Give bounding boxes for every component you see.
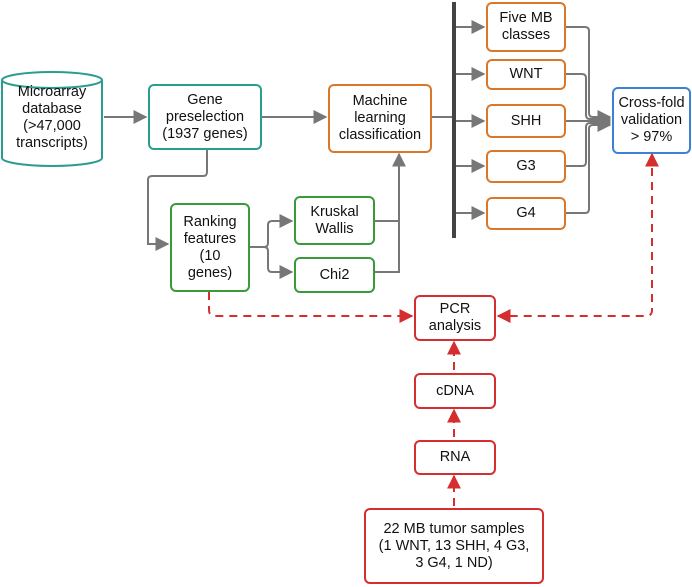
chi2-label: Chi2 — [319, 266, 350, 283]
arrow-ranking-to-pcr — [208, 292, 414, 323]
class-box-five-mb: Five MB classes — [486, 2, 566, 52]
kruskal-wallis-box: Kruskal Wallis — [294, 196, 375, 245]
cross-validation-label: Cross-fold validation > 97% — [618, 95, 685, 145]
tumor-samples-box: 22 MB tumor samples (1 WNT, 13 SHH, 4 G3… — [364, 508, 544, 584]
arrow-validation-to-pcr — [496, 152, 659, 323]
line-five-to-validation — [566, 26, 612, 124]
gene-preselection-label: Gene preselection (1937 genes) — [162, 91, 248, 142]
ranking-features-label: Ranking features (10 genes) — [183, 213, 237, 281]
class-box-wnt: WNT — [486, 59, 566, 90]
class-label-shh: SHH — [510, 112, 542, 129]
arrow-kruskal-to-ml — [375, 152, 406, 222]
cross-validation-box: Cross-fold validation > 97% — [612, 87, 691, 154]
cdna-box: cDNA — [414, 373, 496, 409]
ml-classification-label: Machine learning classification — [338, 93, 422, 143]
chi2-box: Chi2 — [294, 257, 375, 293]
class-label-five-mb: Five MB classes — [499, 10, 553, 43]
gene-preselection-box: Gene preselection (1937 genes) — [148, 84, 262, 150]
class-box-g3: G3 — [486, 150, 566, 183]
rna-label: RNA — [439, 449, 471, 465]
line-wnt-to-validation — [566, 73, 612, 126]
class-box-shh: SHH — [486, 104, 566, 138]
cdna-label: cDNA — [436, 382, 474, 399]
arrow-ranking-to-chi2 — [250, 246, 294, 279]
class-label-g4: G4 — [516, 205, 536, 221]
arrow-ranking-to-kruskal — [250, 214, 294, 248]
class-label-wnt: WNT — [509, 66, 543, 82]
ranking-features-box: Ranking features (10 genes) — [170, 203, 250, 292]
tumor-samples-label: 22 MB tumor samples (1 WNT, 13 SHH, 4 G3… — [378, 520, 530, 571]
arrow-preselection-to-ranking — [147, 150, 208, 251]
pcr-analysis-box: PCR analysis — [414, 295, 496, 341]
rna-box: RNA — [414, 440, 496, 475]
database-cylinder-icon — [1, 71, 103, 167]
class-box-g4: G4 — [486, 197, 566, 230]
class-label-g3: G3 — [516, 158, 536, 174]
pcr-analysis-label: PCR analysis — [428, 301, 482, 334]
microarray-database-label: Microarray database (>47,000 transcripts… — [16, 84, 88, 151]
line-g4-to-validation — [566, 118, 612, 214]
kruskal-wallis-label: Kruskal Wallis — [310, 203, 359, 237]
ml-classification-box: Machine learning classification — [328, 84, 432, 153]
